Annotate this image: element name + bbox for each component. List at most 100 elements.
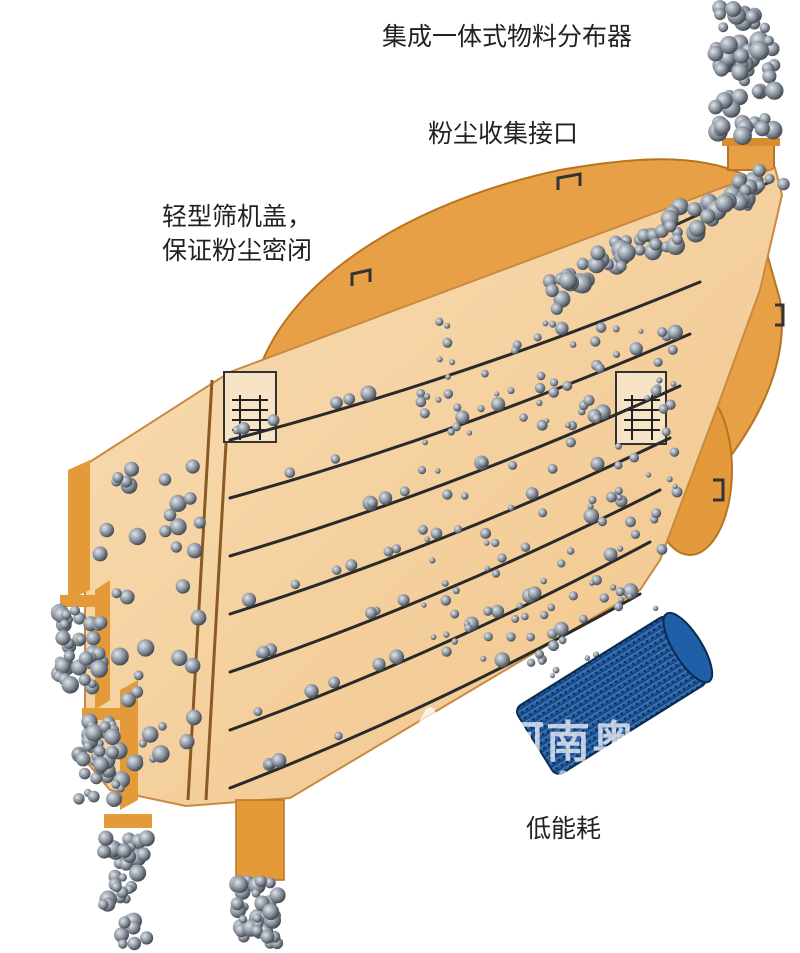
rock-particle	[664, 220, 677, 233]
rock-particle	[184, 657, 201, 674]
rock-particle	[118, 939, 128, 949]
rock-particle	[436, 356, 443, 363]
rock-particle	[615, 442, 622, 450]
rock-particle	[583, 394, 595, 406]
rock-particle	[629, 342, 643, 356]
rock-particle	[78, 651, 94, 666]
rock-particle	[61, 676, 79, 694]
rock-particle	[645, 472, 652, 478]
rock-particle	[615, 587, 625, 597]
rock-particle	[133, 670, 144, 681]
rock-particle	[549, 673, 555, 679]
rock-particle	[269, 887, 286, 904]
screen-deck	[228, 280, 702, 442]
rock-particle	[550, 378, 559, 387]
rock-particle	[238, 915, 248, 924]
rock-particle	[535, 649, 544, 659]
rock-particle	[419, 408, 430, 419]
rock-particle	[262, 903, 280, 921]
rock-particle	[618, 596, 624, 603]
rock-particle	[762, 69, 777, 84]
rock-particle	[93, 745, 106, 757]
rock-particle	[555, 321, 569, 336]
rock-particle	[118, 873, 127, 882]
rock-particle	[477, 405, 485, 413]
rock-particle	[547, 603, 556, 612]
rock-particle	[497, 553, 507, 563]
rock-particle	[461, 492, 469, 500]
rock-particle	[186, 709, 202, 726]
rock-particle	[579, 614, 588, 624]
rock-particle	[158, 721, 167, 731]
rock-particle	[399, 486, 410, 497]
rock-particle	[615, 260, 627, 272]
rock-particle	[584, 655, 591, 661]
rock-particle	[185, 459, 200, 474]
rock-particle	[652, 605, 659, 611]
rock-particle	[106, 745, 119, 759]
rock-particle	[360, 385, 377, 402]
rock-particle	[193, 516, 206, 529]
rock-particle	[466, 430, 473, 436]
rock-particle	[444, 322, 451, 329]
rock-particle	[284, 467, 296, 479]
rock-particle	[548, 640, 559, 652]
rock-particle	[656, 544, 668, 555]
rock-particle	[111, 881, 122, 893]
rock-particle	[252, 913, 262, 923]
rock-particle	[534, 382, 546, 394]
rock-particle	[754, 120, 770, 137]
rock-particle	[92, 546, 108, 562]
rock-particle	[99, 522, 115, 538]
cover-label-line1: 轻型筛机盖，	[162, 202, 313, 231]
rock-particle	[650, 385, 662, 397]
rock-particle	[98, 899, 109, 910]
rock-particle	[124, 461, 139, 477]
rock-particle	[719, 49, 737, 67]
rock-particle	[424, 536, 431, 543]
rock-particle	[111, 780, 121, 789]
rock-particle	[494, 391, 500, 397]
rock-particle	[451, 638, 458, 645]
screen-deck	[228, 436, 672, 616]
rock-particle	[507, 387, 515, 395]
rock-particle	[111, 588, 122, 599]
rock-particle	[138, 739, 147, 748]
rock-particle	[714, 62, 729, 77]
rock-particle	[449, 359, 456, 366]
rock-particle	[590, 245, 606, 261]
cover-handles	[350, 172, 785, 502]
rock-particle	[566, 547, 575, 555]
rock-particle	[345, 559, 358, 572]
rock-particle	[158, 473, 172, 486]
rock-particle	[110, 647, 129, 666]
rock-particle	[452, 587, 460, 595]
rock-particle	[622, 583, 639, 600]
rock-particle	[538, 508, 548, 518]
rock-particle	[290, 579, 300, 590]
rock-particle	[169, 494, 187, 512]
rock-particle	[128, 527, 147, 546]
rock-particle	[508, 460, 518, 470]
rock-particle	[118, 916, 131, 929]
rock-particle	[106, 791, 123, 807]
rock-particle	[453, 403, 462, 412]
rock-particle	[672, 234, 683, 245]
rock-particle	[597, 517, 607, 527]
rock-particle	[78, 673, 91, 686]
rock-particle	[568, 591, 578, 601]
rock-particle	[129, 864, 147, 882]
rock-particle	[749, 40, 769, 61]
rock-particle	[649, 237, 662, 251]
rock-particle	[672, 483, 678, 489]
rock-particle	[260, 929, 275, 944]
rock-particle	[175, 579, 191, 594]
rock-particle	[241, 592, 257, 607]
rock-particle	[520, 542, 531, 552]
rock-particle	[443, 631, 450, 638]
rock-particle	[435, 396, 442, 403]
rock-particle	[565, 437, 576, 448]
rock-particle	[777, 177, 790, 191]
rock-particle	[700, 208, 716, 224]
rock-particle	[97, 844, 112, 859]
